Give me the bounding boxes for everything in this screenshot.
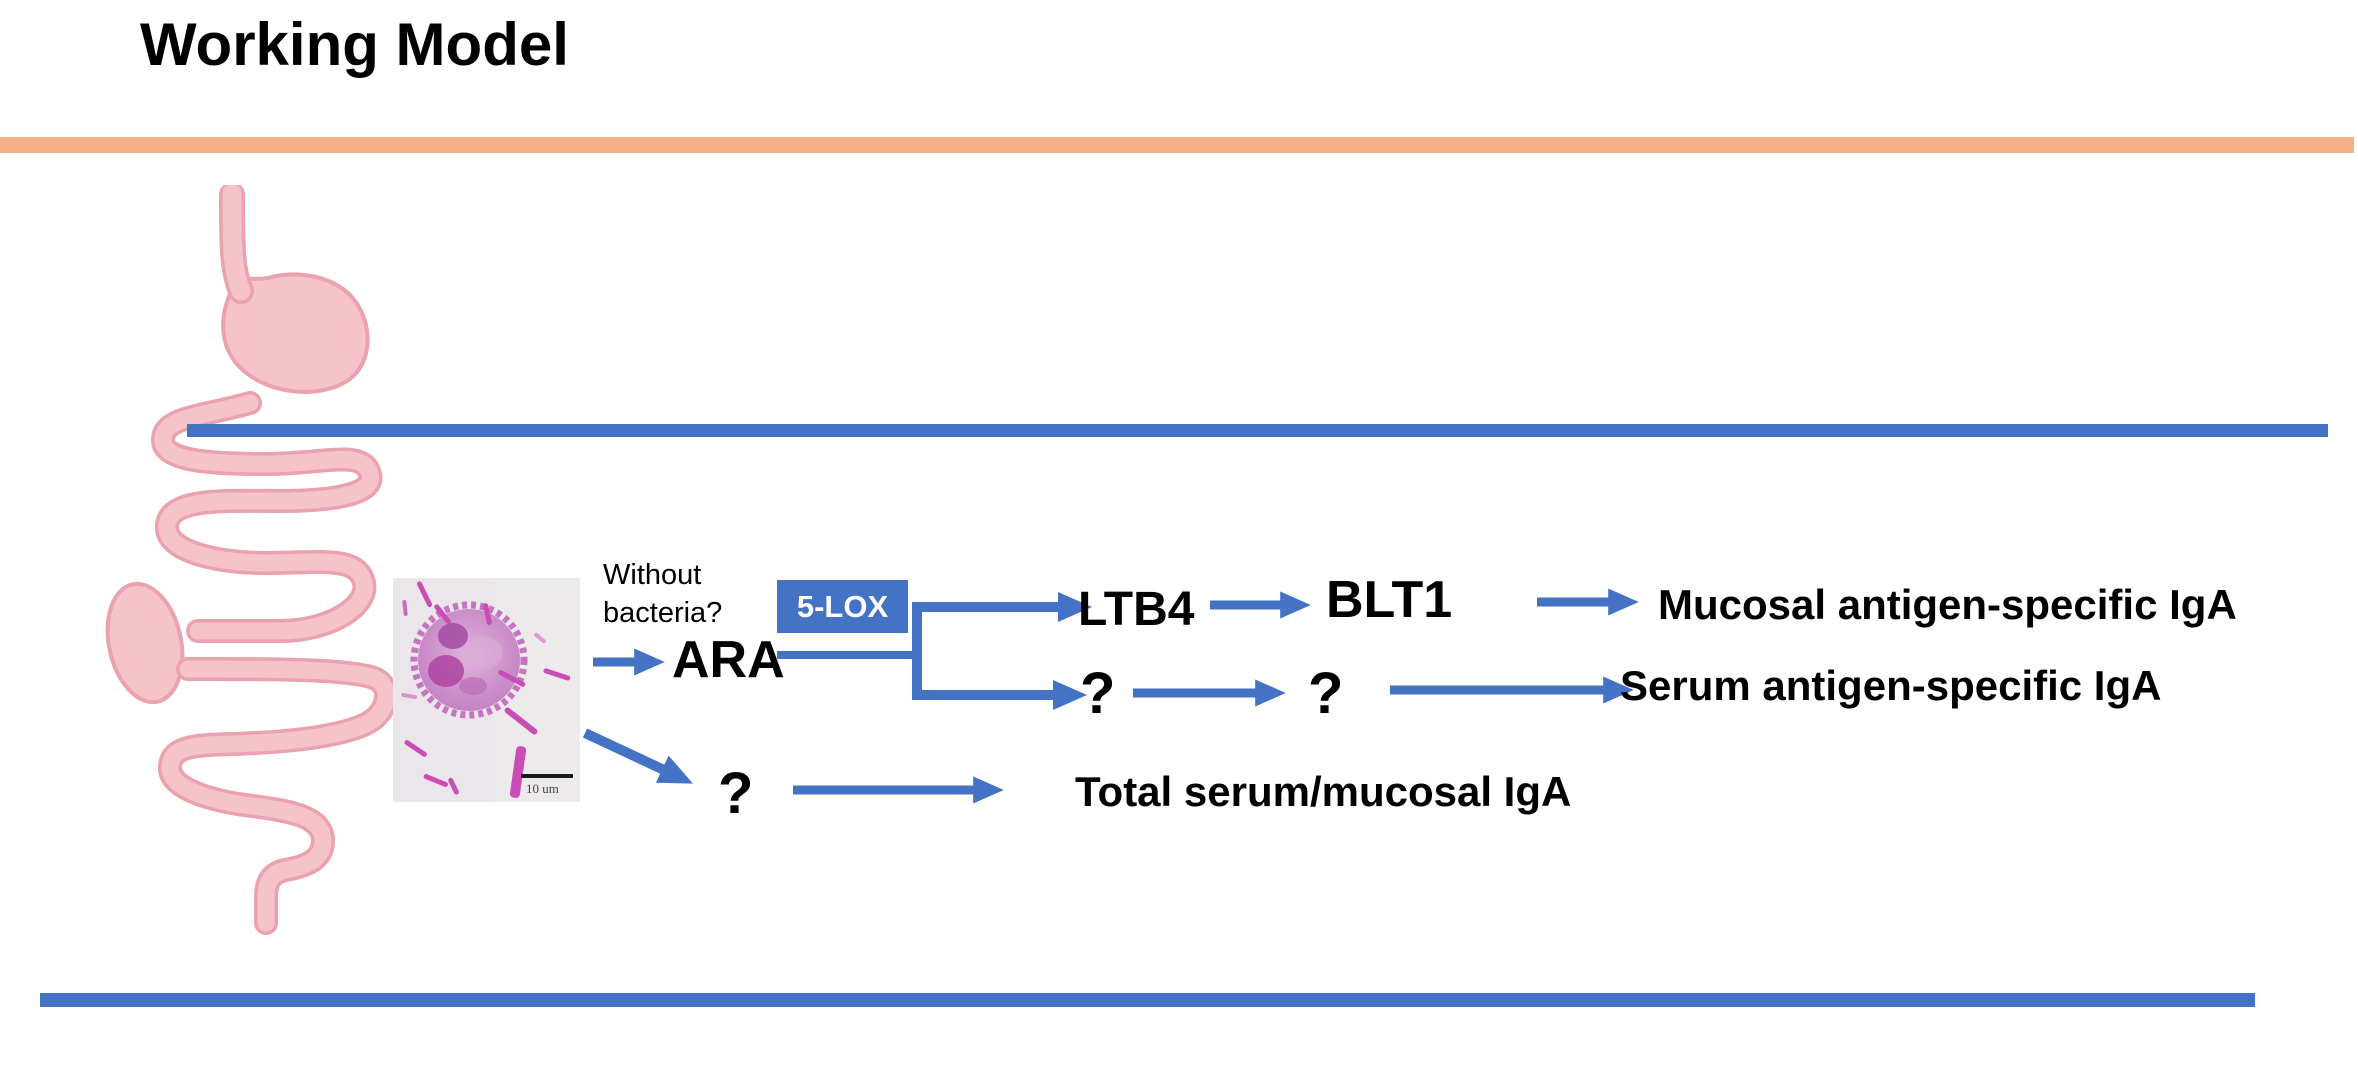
stomach-shape bbox=[221, 272, 370, 394]
cecum-shape bbox=[105, 581, 185, 705]
scale-bar-label: 10 um bbox=[526, 781, 559, 796]
outcome-total-iga: Total serum/mucosal IgA bbox=[1075, 768, 1572, 815]
digestive-tract-icon bbox=[105, 185, 399, 935]
node-blt1: BLT1 bbox=[1326, 571, 1453, 629]
stained-cell bbox=[410, 601, 528, 719]
scale-bar bbox=[521, 774, 573, 778]
node-5lox-label: 5-LOX bbox=[796, 588, 889, 624]
node-ltb4: LTB4 bbox=[1078, 583, 1195, 636]
page-title: Working Model bbox=[140, 11, 569, 78]
outcome-serum-iga: Serum antigen-specific IgA bbox=[1620, 662, 2162, 709]
node-ara: ARA bbox=[672, 631, 785, 689]
unknown-node-2: ? bbox=[1308, 661, 1344, 726]
node-5lox-box: 5-LOX bbox=[777, 580, 908, 633]
orange-accent-bar bbox=[0, 137, 2354, 153]
intestine-fill bbox=[154, 394, 395, 932]
outcome-mucosal-iga: Mucosal antigen-specific IgA bbox=[1658, 581, 2237, 628]
bottom-divider-line bbox=[40, 993, 2255, 1007]
unknown-node-3: ? bbox=[718, 761, 754, 826]
unknown-node-1: ? bbox=[1080, 661, 1116, 726]
esophagus-fill bbox=[222, 185, 251, 301]
arrow-diagonal-to-q3 bbox=[582, 728, 693, 784]
micrograph-image: 10 um bbox=[393, 578, 580, 802]
without-bacteria-note: Without bacteria? bbox=[603, 559, 723, 630]
bacteria-rods bbox=[401, 581, 571, 798]
top-divider-line bbox=[187, 424, 2328, 437]
